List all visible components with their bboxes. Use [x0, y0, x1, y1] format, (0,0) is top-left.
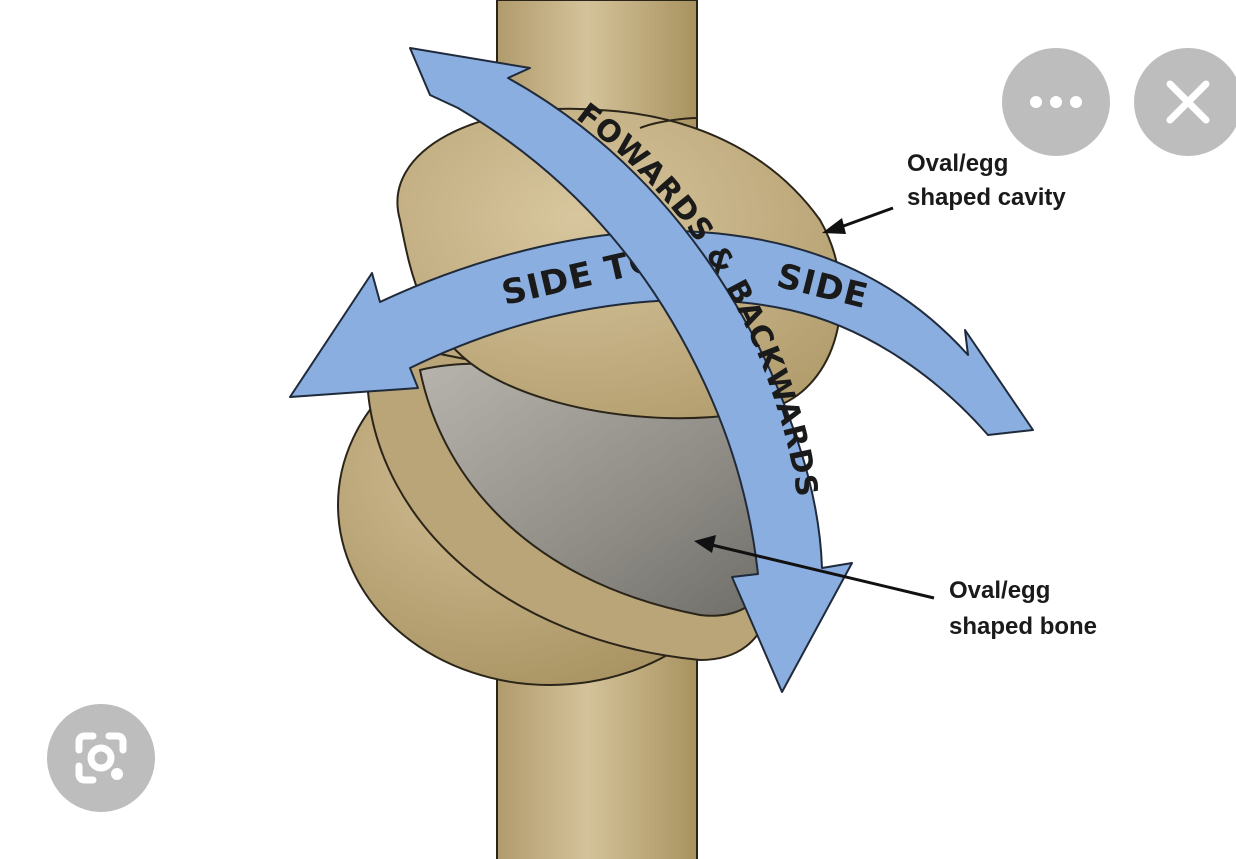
callout-bone-line2: shaped bone — [949, 613, 1097, 640]
callout-cavity: Oval/egg shaped cavity — [822, 150, 1066, 234]
callout-bone-line1: Oval/egg — [949, 577, 1050, 604]
more-horizontal-icon — [1030, 96, 1082, 108]
callout-cavity-line1: Oval/egg — [907, 150, 1008, 177]
visual-search-button[interactable] — [47, 704, 155, 812]
callout-bone: Oval/egg shaped bone — [694, 535, 1097, 640]
close-icon — [1166, 80, 1210, 124]
more-options-button[interactable] — [1002, 48, 1110, 156]
callout-cavity-line2: shaped cavity — [907, 184, 1066, 211]
visual-search-icon — [75, 732, 127, 784]
close-button[interactable] — [1134, 48, 1236, 156]
